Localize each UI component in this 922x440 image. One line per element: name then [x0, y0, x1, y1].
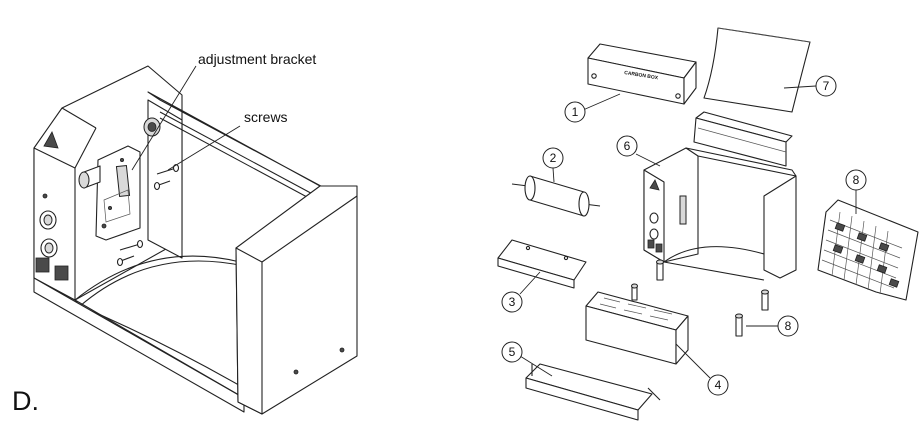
- callout-8-standoff: 8: [777, 315, 799, 337]
- svg-text:8: 8: [853, 173, 860, 187]
- svg-text:3: 3: [509, 295, 516, 309]
- lower-control-knob: [40, 238, 58, 258]
- callout-1: 1: [564, 101, 586, 123]
- screws-leader: [167, 125, 241, 171]
- lower-screws: [116, 239, 144, 267]
- svg-text:1: 1: [572, 105, 579, 119]
- callout-2: 2: [542, 147, 564, 169]
- callout-leaders: [519, 85, 857, 379]
- drive-gear: [143, 117, 161, 137]
- part-curved-cover: [703, 27, 811, 113]
- power-switch-right: [54, 265, 69, 281]
- part-tray: [497, 239, 587, 289]
- adjustment-bracket: [95, 145, 141, 241]
- svg-text:4: 4: [715, 378, 722, 392]
- indicator-light: [42, 193, 48, 199]
- part-roller: [511, 175, 601, 217]
- svg-text:5: 5: [509, 345, 516, 359]
- upper-screws: [153, 163, 180, 191]
- power-switch-left: [35, 257, 50, 273]
- part-grid-board: [817, 199, 919, 301]
- svg-text:2: 2: [550, 151, 557, 165]
- svg-text:7: 7: [823, 79, 830, 93]
- fitting-cylinder: [78, 165, 101, 189]
- callout-6: 6: [616, 135, 638, 157]
- assembled-machine-view: adjustment bracket screws D.: [12, 51, 358, 416]
- upper-control-knob: [39, 210, 57, 230]
- right-end-panel-edge: [235, 247, 263, 415]
- part-standoffs: [656, 259, 769, 337]
- screws-label: screws: [244, 109, 288, 125]
- inner-side-wall: [147, 99, 183, 259]
- part-trough: [693, 111, 793, 167]
- part-carbon-box: CARBON BOX: [587, 43, 697, 105]
- callout-7: 7: [815, 75, 837, 97]
- callout-5: 5: [501, 341, 523, 363]
- part-lower-tray: [525, 363, 661, 421]
- svg-text:6: 6: [624, 139, 631, 153]
- svg-text:8: 8: [785, 319, 792, 333]
- figure-label: D.: [12, 386, 39, 416]
- callout-8-board: 8: [845, 169, 867, 191]
- adjustment-bracket-label: adjustment bracket: [198, 51, 316, 67]
- callout-3: 3: [501, 291, 523, 313]
- part-slotted-bracket: [585, 283, 689, 365]
- exploded-parts-view: CARBON BOX: [497, 27, 919, 421]
- part-main-body: [643, 147, 797, 281]
- base-plate: [33, 277, 245, 413]
- adjustment-bracket-leader: [131, 65, 197, 171]
- carbon-box-text: CARBON BOX: [624, 70, 659, 81]
- callout-4: 4: [707, 374, 729, 396]
- warning-triangle-icon: [43, 131, 59, 149]
